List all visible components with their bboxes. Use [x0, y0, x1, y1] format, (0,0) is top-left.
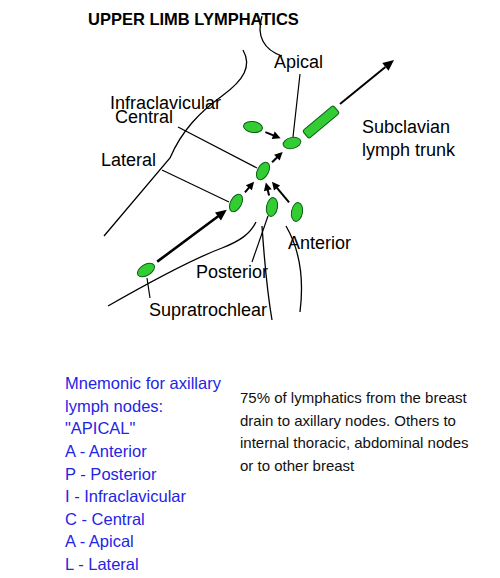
arrow-head [274, 152, 283, 160]
lymph-node: Apical [282, 135, 302, 151]
diagram-title: UPPER LIMB LYMPHATICS [88, 10, 299, 29]
lymph-node: Subclavian lymph trunk [304, 107, 338, 137]
leader-line [293, 74, 300, 137]
node-label: Apical [274, 51, 323, 74]
lymph-node-shape [242, 120, 264, 134]
node-oval [227, 192, 246, 214]
node-oval [282, 136, 302, 151]
node-label: Central [115, 106, 173, 129]
lymph-node: Infraclavicular [242, 120, 264, 134]
lymph-node: Posterior [265, 197, 279, 217]
trunk-bar [302, 105, 339, 138]
node-label: Lateral [101, 149, 156, 172]
lymph-node-shape [282, 135, 302, 151]
mnemonic-line: I - Infraclavicular [65, 485, 186, 508]
lymph-node-shape [255, 161, 271, 181]
arrow-shaft [245, 187, 249, 192]
node-label: Subclavian lymph trunk [362, 116, 474, 162]
mnemonic-line: C - Central [65, 508, 145, 531]
lymph-node-shape [228, 193, 244, 213]
flow-arrow [245, 182, 254, 193]
mnemonic-line: L - Lateral [65, 553, 139, 576]
lymph-node: Lateral [228, 193, 244, 213]
node-oval [290, 202, 304, 223]
node-label: Supratrochlear [149, 299, 267, 322]
flow-arrow [272, 152, 283, 162]
leader-line [162, 170, 229, 202]
breast-drainage-note: 75% of lymphatics from the breast drain … [240, 387, 474, 477]
node-oval [254, 160, 273, 182]
leader-line [178, 127, 257, 168]
mnemonic-line: A - Anterior [65, 440, 147, 463]
mnemonic-line: A - Apical [65, 530, 134, 553]
flow-arrow [264, 182, 272, 195]
flow-arrow [157, 210, 227, 262]
node-oval [243, 120, 263, 134]
lymph-node-shape [136, 262, 156, 278]
lymph-node: Supratrochlear [136, 262, 156, 278]
outflow-arrow [340, 60, 394, 104]
arrow-head [272, 182, 280, 191]
arrow-head [246, 182, 254, 191]
leader-line [147, 278, 150, 298]
arrow-shaft [340, 67, 385, 104]
arrow-shaft [157, 216, 219, 262]
lymph-trunk-shape [304, 107, 338, 137]
lymph-node-shape [290, 202, 304, 222]
flow-arrow [265, 132, 280, 139]
arrow-shaft [265, 132, 274, 136]
arrow-head [215, 210, 227, 221]
mnemonic-heading: Mnemonic for axillary lymph nodes: [65, 372, 237, 417]
lymph-node: Anterior [290, 202, 304, 222]
node-label: Posterior [196, 261, 268, 284]
arrow-head [272, 132, 281, 139]
flow-arrow [272, 182, 289, 203]
leader-line [252, 216, 268, 262]
arm-upper-edge [104, 50, 247, 236]
lymph-node-shape [265, 197, 279, 217]
arrow-shaft [277, 187, 289, 202]
node-label: Anterior [288, 232, 351, 255]
mnemonic-line: P - Posterior [65, 463, 156, 486]
arrow-shaft [272, 157, 277, 162]
arrow-shaft [268, 189, 270, 195]
arrow-head [382, 60, 394, 71]
lymph-node: Central [255, 161, 271, 181]
node-oval [135, 260, 157, 279]
node-oval [265, 197, 279, 218]
mnemonic-word: "APICAL" [65, 417, 135, 440]
arrow-head [264, 182, 272, 191]
